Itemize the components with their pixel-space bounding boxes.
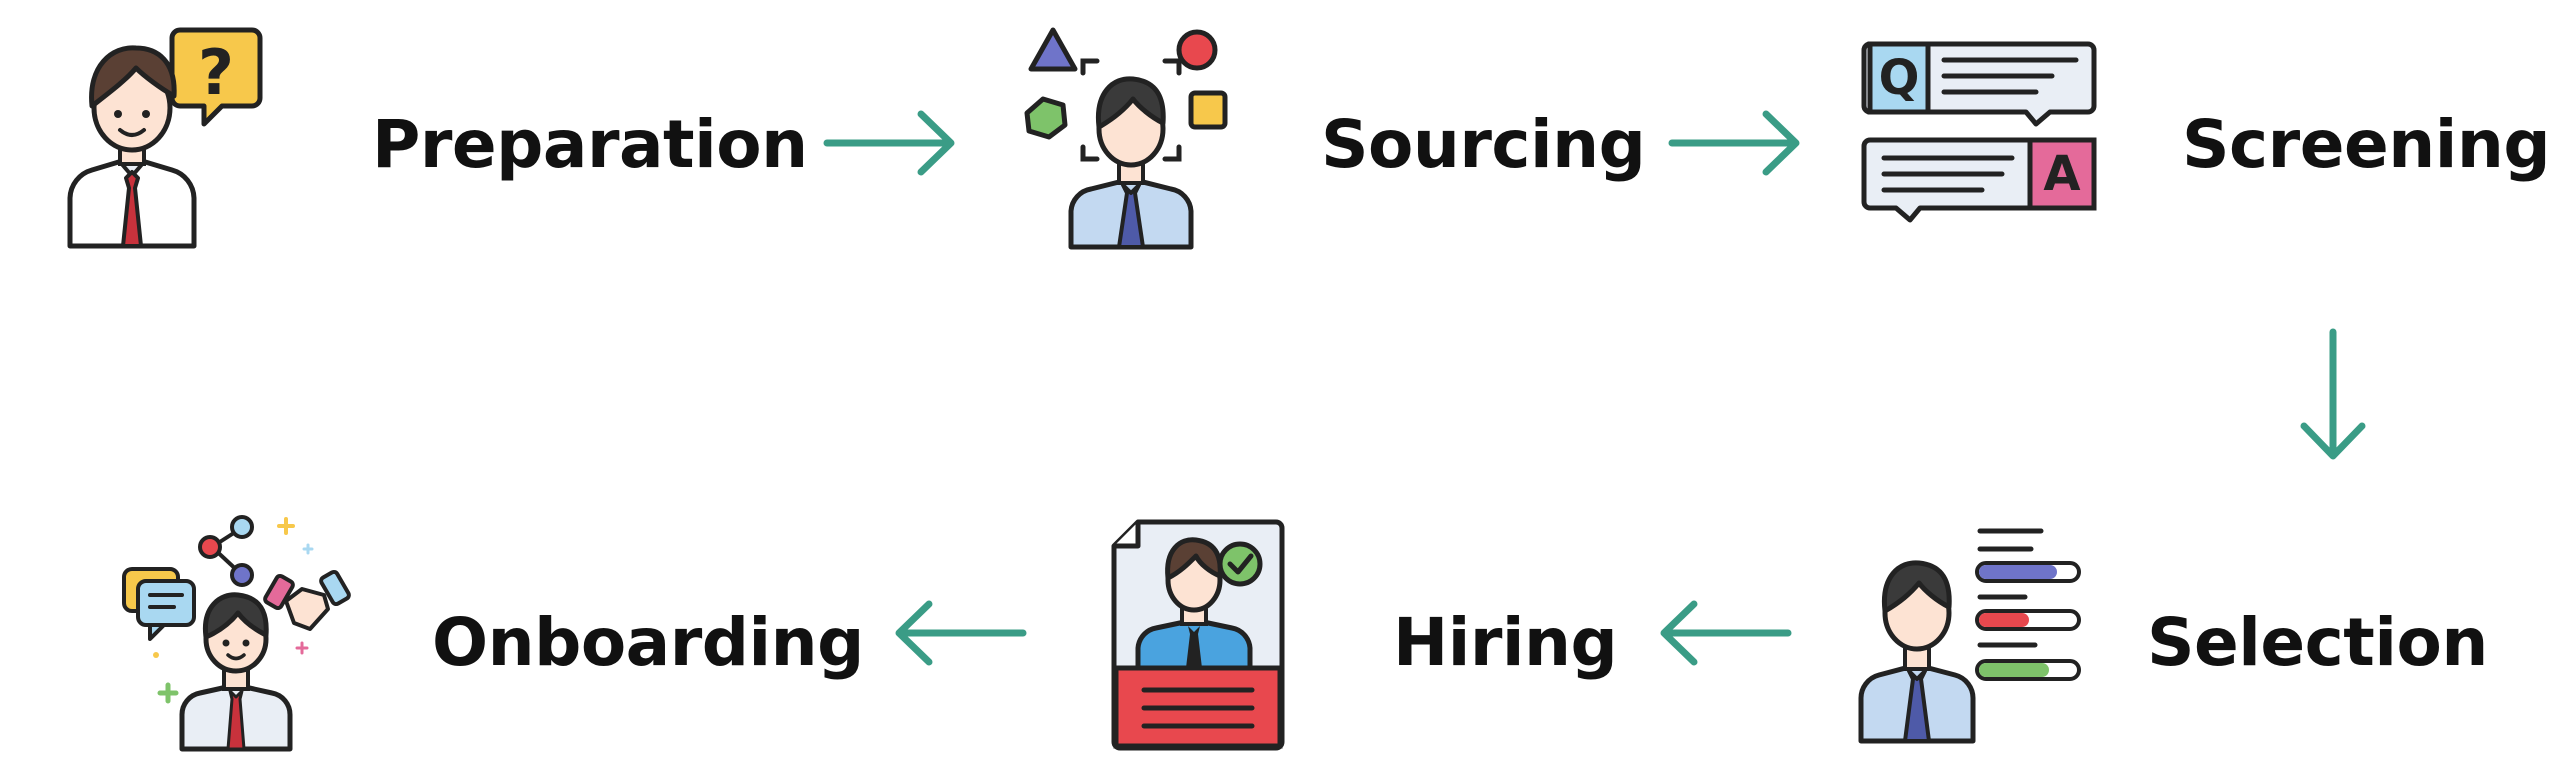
approved-resume-icon (1108, 518, 1288, 753)
arrow-down-icon (2298, 328, 2368, 465)
qa-chat-icon: Q A (1861, 40, 2097, 235)
candidate-ranking-icon (1855, 525, 2090, 745)
step-label-selection: Selection (2147, 604, 2488, 681)
step-label-preparation: Preparation (372, 106, 808, 183)
svg-text:A: A (2043, 146, 2080, 202)
step-label-hiring: Hiring (1393, 604, 1618, 681)
arrow-right-icon (1668, 108, 1805, 178)
arrow-right-icon (823, 108, 960, 178)
svg-text:?: ? (198, 36, 234, 109)
candidate-shapes-icon (1015, 25, 1250, 250)
welcome-handshake-icon (120, 515, 360, 755)
step-label-screening: Screening (2182, 106, 2551, 183)
recruiter-question-icon: ? (62, 22, 292, 252)
step-label-onboarding: Onboarding (432, 604, 864, 681)
arrow-left-icon (1655, 598, 1792, 668)
svg-text:Q: Q (1879, 50, 1920, 106)
arrow-left-icon (890, 598, 1027, 668)
step-label-sourcing: Sourcing (1321, 106, 1646, 183)
